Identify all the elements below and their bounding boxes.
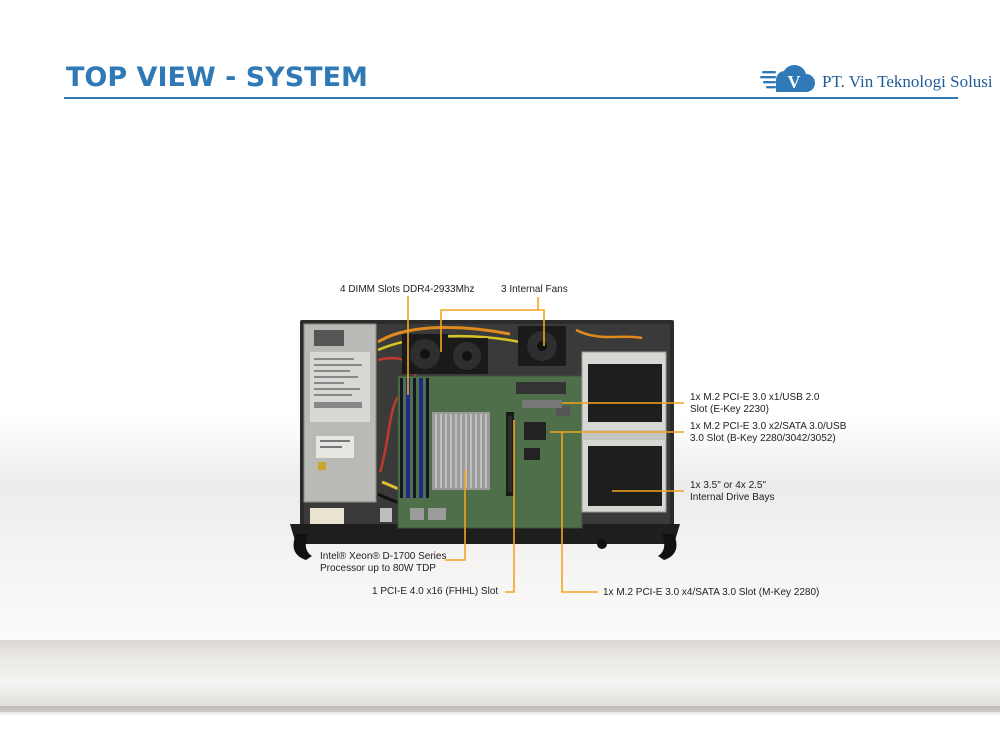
label-m2-e-key-line1: 1x M.2 PCI-E 3.0 x1/USB 2.0 [690, 392, 820, 403]
logo-mark-letter: V [788, 72, 801, 92]
label-pcie-slot: 1 PCI-E 4.0 x16 (FHHL) Slot [372, 586, 499, 597]
background-band-shadow [0, 706, 1000, 716]
title-underline [64, 97, 958, 99]
company-logo: V PT. Vin Teknologi Solusi [760, 60, 993, 100]
label-m2-e-key: 1x M.2 PCI-E 3.0 x1/USB 2.0 Slot (E-Key … [690, 392, 820, 416]
logo-text: PT. Vin Teknologi Solusi [822, 72, 993, 91]
label-drive-bays-line1: 1x 3.5" or 4x 2.5" [690, 480, 767, 491]
label-drive-bays-line2: Internal Drive Bays [690, 492, 775, 503]
label-processor-line2: Processor up to 80W TDP [320, 563, 436, 574]
label-m2-b-key-line2: 3.0 Slot (B-Key 2280/3042/3052) [690, 433, 836, 444]
label-dimm-slots: 4 DIMM Slots DDR4-2933Mhz [340, 284, 475, 295]
label-m2-b-key-line1: 1x M.2 PCI-E 3.0 x2/SATA 3.0/USB [690, 421, 847, 432]
label-processor-line1: Intel® Xeon® D-1700 Series [320, 551, 447, 562]
label-m2-e-key-line2: Slot (E-Key 2230) [690, 404, 769, 415]
label-processor: Intel® Xeon® D-1700 Series Processor up … [320, 551, 446, 575]
cloud-logo-icon: V [760, 65, 815, 92]
background-band-lower [0, 640, 1000, 712]
server-chassis-image [290, 320, 680, 560]
label-drive-bays: 1x 3.5" or 4x 2.5" Internal Drive Bays [690, 480, 774, 504]
label-m2-m-key: 1x M.2 PCI-E 3.0 x4/SATA 3.0 Slot (M-Key… [603, 587, 820, 598]
label-internal-fans: 3 Internal Fans [501, 284, 568, 295]
page-title: TOP VIEW - SYSTEM [66, 62, 368, 93]
label-m2-b-key: 1x M.2 PCI-E 3.0 x2/SATA 3.0/USB 3.0 Slo… [690, 421, 846, 445]
